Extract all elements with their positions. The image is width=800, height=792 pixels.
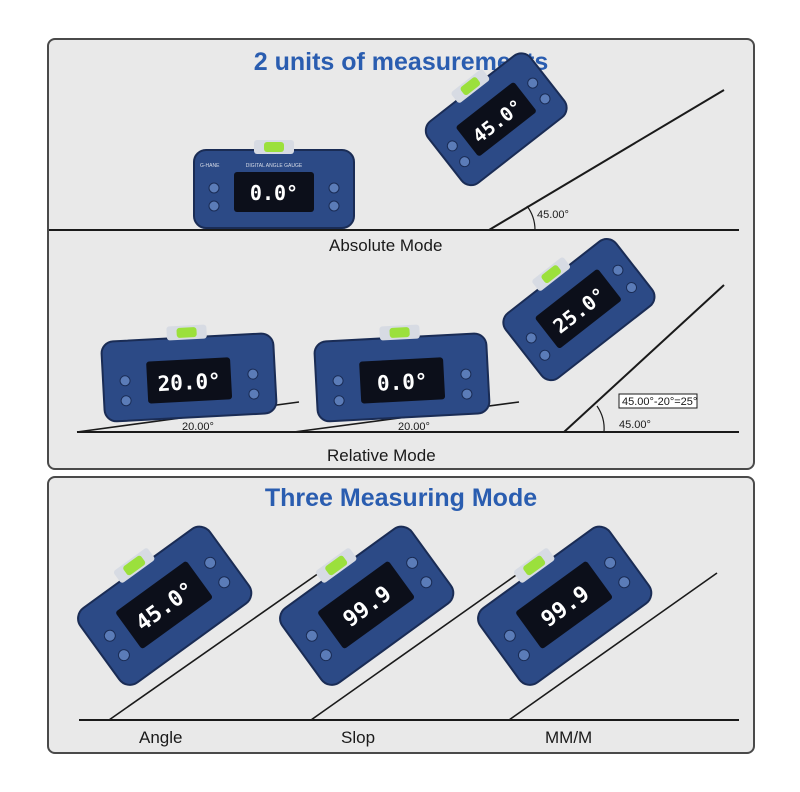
relative-second-angle: 20.00°	[398, 421, 430, 433]
top-scene: 0.0° DIGITAL ANGLE GAUGE G-HANE 45.0° 45…	[49, 52, 739, 433]
relative-third-angle: 45.00°	[619, 419, 651, 431]
panel-three-measuring-mode: Three Measuring Mode 45.0° 99.9	[47, 476, 755, 754]
absolute-tilt-angle: 45.00°	[537, 209, 569, 221]
slop-incline	[310, 572, 520, 721]
device-brand-text: G-HANE	[200, 163, 220, 169]
device-slop-mode: 99.9	[279, 525, 455, 686]
mode-label-slop: Slop	[341, 728, 376, 747]
lcd-reading: 0.0°	[376, 369, 428, 396]
device-angle-mode: 45.0°	[77, 525, 253, 686]
device-mmm-mode: 99.9	[477, 525, 653, 686]
mode-label-angle: Angle	[139, 728, 183, 747]
device-relative-3: 25.0°	[502, 238, 656, 382]
relative-incline-3	[563, 284, 725, 433]
lcd-reading: 20.0°	[157, 369, 221, 396]
lcd-reading: 0.0°	[250, 181, 298, 205]
relative-formula: 45.00°-20°=25°	[622, 396, 697, 408]
device-absolute-tilted: 45.0°	[424, 52, 568, 187]
relative-angle-arc	[596, 405, 605, 433]
mode-label-mmm: MM/M	[545, 728, 593, 747]
device-relative-2: 0.0°	[313, 324, 491, 423]
device-absolute-level: 0.0° DIGITAL ANGLE GAUGE G-HANE	[193, 140, 355, 229]
bottom-scene: 45.0° 99.9 99.9	[77, 525, 739, 721]
formula-box	[618, 393, 698, 409]
relative-mode-label: Relative Mode	[327, 446, 436, 465]
device-model-text: DIGITAL ANGLE GAUGE	[246, 163, 303, 169]
panel-units-of-measurement: 2 units of measurements 0.0° DIGITAL ANG…	[47, 38, 755, 470]
device-relative-1: 20.0°	[100, 324, 278, 423]
panel-title-measuring: Three Measuring Mode	[264, 484, 538, 512]
angle-incline	[108, 572, 320, 721]
relative-first-angle: 20.00°	[182, 421, 214, 433]
absolute-mode-label: Absolute Mode	[329, 236, 443, 255]
mmm-incline	[508, 572, 718, 721]
absolute-angle-arc	[526, 205, 536, 231]
